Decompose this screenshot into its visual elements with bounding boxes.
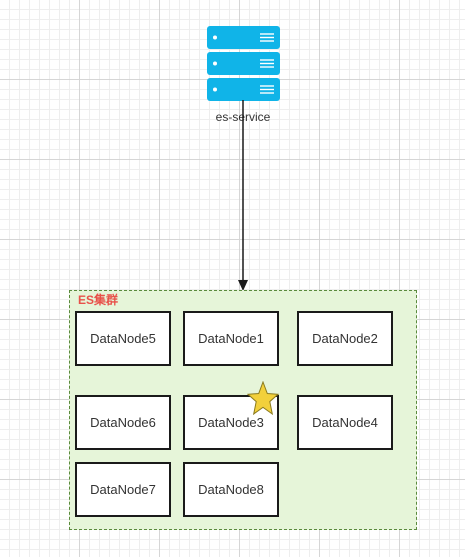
datanode-7: DataNode7 [75, 462, 171, 517]
datanode-6: DataNode6 [75, 395, 171, 450]
datanode-4: DataNode4 [297, 395, 393, 450]
datanode-2: DataNode2 [297, 311, 393, 366]
star-icon [246, 380, 280, 417]
connector-arrow [236, 100, 250, 292]
datanode-1: DataNode1 [183, 311, 279, 366]
server-icon [207, 26, 280, 101]
cluster-label: ES集群 [78, 293, 119, 307]
datanode-8: DataNode8 [183, 462, 279, 517]
datanode-5: DataNode5 [75, 311, 171, 366]
